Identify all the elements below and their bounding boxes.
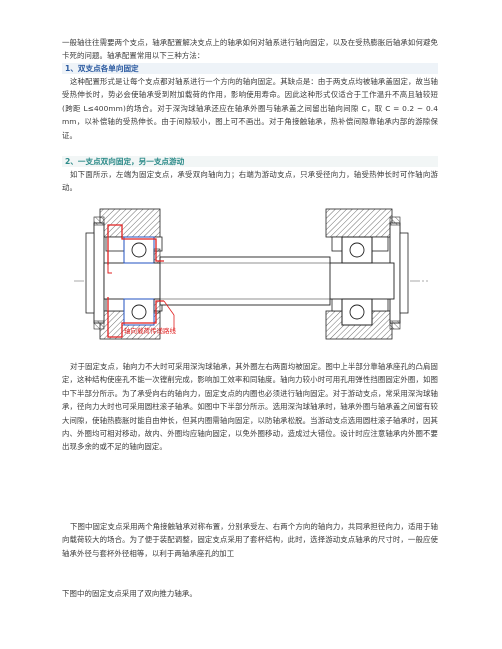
- load-path-label: 轴向载荷传递路线: [124, 327, 176, 335]
- right-housing: [325, 208, 409, 340]
- section2-heading: 2、一支点双向固定，另一支点游动: [62, 156, 438, 167]
- paragraph-5: 下图中的固定支点采用了双向推力轴承。: [62, 589, 197, 598]
- paragraph-3: 对于固定支点，轴向力不大时可采用深沟球轴承，其外圈左右两面均被固定。图中上半部分…: [62, 362, 438, 452]
- right-floating-bearing: [341, 236, 373, 326]
- section1-body: 这种配置形式是让每个支点都对轴系进行一个方向的轴向固定。其缺点是：由于两支点均被…: [62, 77, 438, 140]
- section1-heading: 1、双支点各单向固定: [62, 63, 438, 74]
- left-end-cover: [93, 222, 105, 324]
- axial-load-path: [107, 224, 175, 338]
- section2-body: 如下面所示，左端为固定支点，承受双向轴向力；右端为游动支点，只承受径向力，轴受热…: [62, 170, 438, 193]
- shaft: [103, 256, 395, 306]
- bearing-drawing: [74, 208, 428, 340]
- paragraph-4: 下图中固定支点采用两个角接触轴承对称布置，分别承受左、右两个方向的轴向力，共同承…: [62, 522, 438, 558]
- intro-paragraph: 一般轴往往需要两个支点，轴承配置解决支点上的轴承如何对轴系进行轴向固定，以及在受…: [62, 38, 438, 61]
- bearing-arrangement-figure: 轴向载荷传递路线: [64, 203, 438, 351]
- left-fixed-bearing: [123, 236, 161, 326]
